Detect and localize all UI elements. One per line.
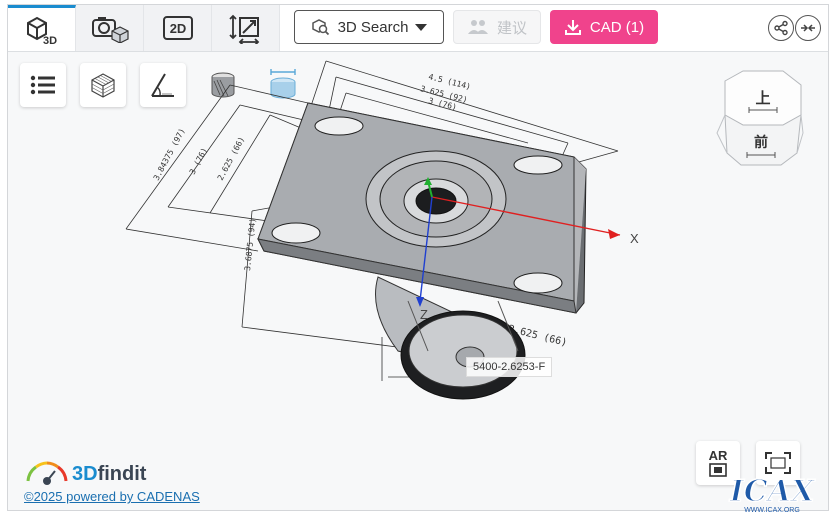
viewer-frame: 3D 2D (7, 4, 829, 514)
dim-6: 2.625 (66) (216, 135, 247, 182)
fullscreen-button[interactable] (756, 441, 800, 485)
dim-4: 3.84375 (97) (152, 127, 187, 182)
menu-list-icon (30, 75, 55, 95)
shaded-cylinder-icon (211, 72, 235, 98)
wireframe-button[interactable] (80, 63, 126, 107)
coordinate-axes (416, 177, 621, 307)
ar-button[interactable]: AR (696, 441, 740, 485)
brand-findit: findit (97, 463, 147, 485)
camera-snapshot-icon (91, 17, 129, 43)
measure-resize-icon (228, 14, 259, 44)
search-cube-icon (311, 19, 329, 36)
tab-measure[interactable] (212, 5, 280, 51)
view-cube-top[interactable]: 上 (755, 89, 770, 107)
ar-label: AR (709, 448, 728, 463)
tab-snapshot[interactable] (76, 5, 144, 51)
menu-list-button[interactable] (20, 63, 66, 107)
dim-7: 3.6875 (94) (243, 218, 257, 272)
fullscreen-icon (765, 452, 791, 474)
mounting-plate (257, 102, 587, 314)
powered-by-link[interactable]: ©2025 powered by CADENAS (24, 489, 200, 504)
ar-icon: AR (709, 448, 728, 477)
exit-arrows-icon (801, 24, 815, 32)
axis-angle-icon (151, 73, 174, 97)
caret-down-icon (415, 24, 428, 31)
dim-5: 3 (76) (188, 146, 210, 176)
tab-2d[interactable]: 2D (144, 5, 212, 51)
3d-model-view[interactable]: 4.5 (114) 3.625 (92) 3 (76) 3.84375 (97)… (8, 51, 828, 451)
tab-3d-label: 3D (43, 35, 57, 46)
axis-angle-button[interactable] (140, 63, 186, 107)
cube-3d-icon: 3D (26, 16, 57, 46)
wireframe-cube-icon (91, 73, 115, 98)
suggest-button[interactable]: 建议 (453, 10, 541, 44)
axis-z-label: Z (420, 307, 428, 322)
3dfindit-logo: 3Dfindit (24, 461, 146, 490)
axis-x-label: X (630, 231, 639, 246)
people-icon (467, 20, 488, 34)
3dfindit-brand: 3Dfindit (72, 463, 146, 486)
3d-search-button[interactable]: 3D Search (294, 10, 444, 44)
drawing-2d-icon: 2D (162, 16, 193, 40)
tab-3d[interactable]: 3D (8, 5, 76, 51)
download-icon (564, 20, 581, 35)
section-cylinder-icon (270, 69, 296, 99)
view-cube[interactable]: 上 前 (713, 67, 807, 171)
3d-search-label: 3D Search (337, 18, 409, 36)
top-toolbar: 3D 2D (8, 5, 828, 52)
section-view-button[interactable] (260, 63, 306, 107)
view-cube-front[interactable]: 前 (754, 134, 768, 151)
share-button[interactable] (768, 15, 794, 41)
icax-watermark: ICAX WWW.ICAX.ORG (728, 473, 817, 514)
cad-label: CAD (1) (589, 18, 645, 36)
shaded-view-button[interactable] (200, 63, 246, 107)
watermark-text: ICAX (729, 474, 816, 509)
brand-3d: 3D (72, 463, 98, 485)
watermark-url: WWW.ICAX.ORG (744, 507, 800, 514)
caster-wheel (375, 276, 526, 400)
part-number-label: 5400-2.6253-F (466, 357, 553, 377)
tab-2d-label: 2D (169, 21, 186, 36)
exit-button[interactable] (795, 15, 821, 41)
gauge-logo-icon (26, 461, 68, 485)
suggest-label: 建议 (496, 19, 527, 37)
cad-download-button[interactable]: CAD (1) (550, 10, 658, 44)
share-icon (774, 20, 788, 36)
